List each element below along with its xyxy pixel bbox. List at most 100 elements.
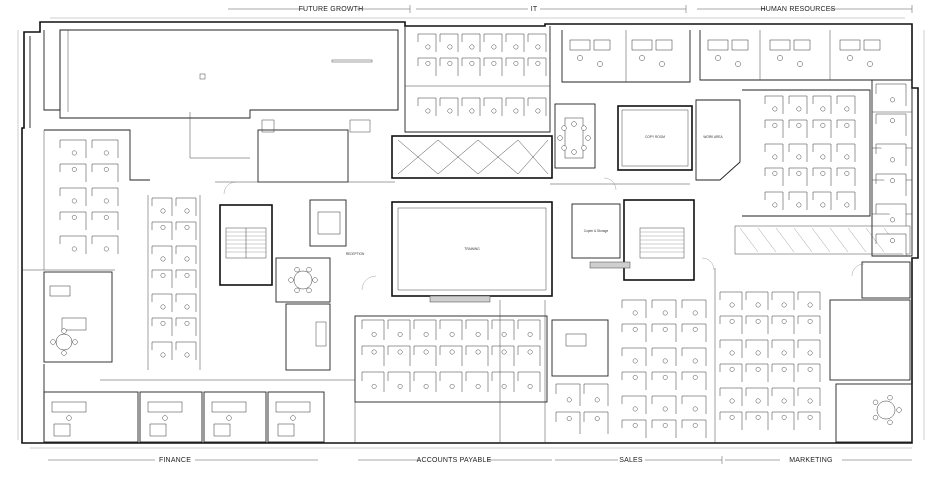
credenza	[793, 39, 811, 51]
chair	[513, 60, 519, 66]
workstation	[764, 191, 784, 210]
chair	[755, 318, 761, 324]
table	[53, 423, 71, 437]
workstation	[517, 319, 541, 340]
chair	[807, 350, 813, 356]
hr-open-area	[734, 79, 913, 257]
chair	[796, 122, 802, 128]
workstation	[439, 345, 463, 366]
chair	[449, 331, 455, 337]
workstation	[875, 113, 907, 136]
chair	[527, 349, 533, 355]
workstation	[505, 33, 525, 52]
chair	[66, 415, 72, 421]
chair	[755, 414, 761, 420]
chair	[184, 208, 190, 214]
chair	[807, 398, 813, 404]
workstation	[151, 341, 173, 360]
chair	[501, 383, 507, 389]
future-growth-area	[59, 29, 399, 159]
chair	[475, 331, 481, 337]
it-meeting-room	[554, 103, 596, 169]
workstation	[491, 371, 515, 392]
table	[149, 423, 167, 437]
workstation	[151, 269, 173, 288]
workstation	[875, 233, 907, 256]
chair	[501, 349, 507, 355]
workstation	[151, 197, 173, 216]
work-area-label: WORK AREA	[703, 135, 723, 139]
chair	[160, 320, 166, 326]
workstation	[91, 139, 119, 158]
workstation	[681, 347, 707, 366]
workstation	[812, 119, 832, 138]
sales-meeting-room	[551, 319, 609, 377]
desk	[275, 401, 311, 413]
chair	[772, 122, 778, 128]
chair	[844, 154, 850, 160]
workstation	[583, 411, 609, 434]
chair	[662, 326, 668, 332]
chair	[103, 150, 109, 156]
chair	[184, 224, 190, 230]
chair	[160, 272, 166, 278]
chair	[566, 416, 572, 422]
workstation	[175, 317, 197, 336]
workstation	[151, 245, 173, 264]
chair	[535, 44, 541, 50]
chair	[571, 149, 577, 155]
chair	[594, 397, 600, 403]
chair	[729, 350, 735, 356]
chair	[294, 266, 300, 273]
chair	[772, 202, 778, 208]
chair	[50, 339, 56, 345]
chair	[61, 328, 67, 334]
desk	[707, 39, 729, 51]
workstation	[681, 371, 707, 390]
workstation	[812, 95, 832, 114]
workstation	[151, 293, 173, 312]
chair	[371, 383, 377, 389]
chair	[772, 106, 778, 112]
chair	[639, 55, 645, 61]
chair	[469, 44, 475, 50]
workstation	[621, 371, 647, 390]
chair	[692, 406, 698, 412]
workstation	[745, 339, 769, 358]
chair	[597, 61, 603, 67]
building-shell	[17, 17, 925, 449]
chair	[71, 166, 77, 172]
chair	[796, 170, 802, 176]
chair	[632, 422, 638, 428]
sales-marketing-area	[555, 261, 913, 443]
chair	[184, 304, 190, 310]
workstation	[91, 211, 119, 230]
chair	[662, 374, 668, 380]
workstation	[527, 97, 547, 116]
workstation	[771, 411, 795, 430]
chair	[807, 302, 813, 308]
chair	[807, 366, 813, 372]
workstation	[797, 363, 821, 382]
reception-label: RECEPTION	[346, 252, 365, 256]
workstation	[59, 163, 87, 182]
workstation	[59, 187, 87, 206]
chair	[867, 61, 873, 67]
chair	[662, 358, 668, 364]
left-workstations	[59, 139, 119, 254]
chair	[312, 277, 318, 283]
top-department-bands: FUTURE GROWTH IT HUMAN RESOURCES	[228, 5, 913, 13]
chair	[447, 108, 453, 114]
workstation	[361, 319, 385, 340]
left-cubicle-zone	[22, 129, 150, 271]
chair	[729, 302, 735, 308]
chair	[425, 60, 431, 66]
workstation	[387, 345, 411, 366]
workstation	[483, 97, 503, 116]
workstation	[483, 33, 503, 52]
chair	[160, 256, 166, 262]
chair	[557, 135, 563, 141]
workstation	[439, 371, 463, 392]
chair	[513, 108, 519, 114]
